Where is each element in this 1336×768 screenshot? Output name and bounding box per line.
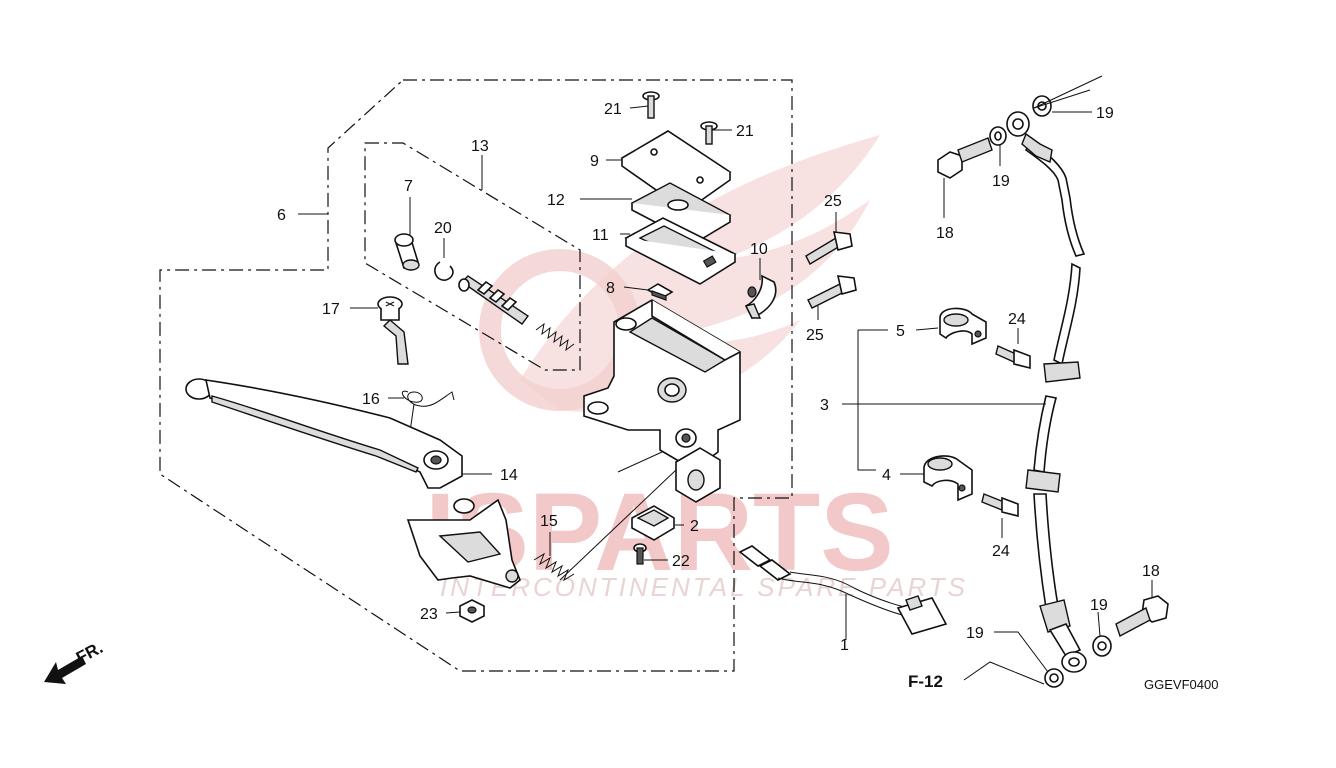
callout-21-right: 21 (736, 123, 754, 140)
master-cylinder-body (583, 299, 741, 503)
callout-24-top: 24 (1008, 311, 1026, 328)
callout-5: 5 (896, 323, 905, 340)
callout-4: 4 (882, 467, 891, 484)
callout-23: 23 (420, 606, 438, 623)
callout-18-top: 18 (936, 225, 954, 242)
callout-9: 9 (590, 153, 599, 170)
callout-10: 10 (750, 241, 768, 258)
callout-1: 1 (840, 637, 849, 654)
assembly-13-boundary (364, 142, 581, 371)
lever-bracket (406, 498, 521, 589)
hose-clamp-4 (923, 455, 973, 502)
front-arrow-icon (44, 656, 86, 684)
callout-19-top-left: 19 (992, 173, 1010, 190)
banjo-bolt-18-bottom (1115, 595, 1169, 638)
callout-7: 7 (404, 178, 413, 195)
screw-21-right (700, 121, 718, 145)
bolt-25-top (805, 231, 853, 265)
callout-18-bottom: 18 (1142, 563, 1160, 580)
piston-shaft (458, 275, 530, 325)
callout-13: 13 (471, 138, 489, 155)
diaphragm-11 (624, 217, 737, 285)
hose-clamp-5 (939, 307, 987, 346)
callout-14: 14 (500, 467, 518, 484)
brake-switch-2 (631, 505, 675, 541)
nut-23 (459, 599, 485, 623)
leader-lines (298, 75, 1153, 685)
callout-25-bottom: 25 (806, 327, 824, 344)
pivot-bolt-17 (377, 296, 409, 365)
callout-2: 2 (690, 518, 699, 535)
reference-label: F-12 (908, 672, 943, 691)
circlip-20 (434, 261, 454, 281)
lever-spring-16 (401, 390, 455, 433)
callout-21-left: 21 (604, 101, 622, 118)
callout-19-top-right: 19 (1096, 105, 1114, 122)
washer-19-bottom-right (1092, 635, 1112, 657)
bolt-25-bottom (807, 275, 857, 309)
callout-labels: 1 2 3 4 5 6 7 8 9 10 11 12 13 14 15 16 1… (277, 101, 1160, 654)
callout-3: 3 (820, 397, 829, 414)
watermark-tagline: INTERCONTINENTAL SPARE PARTS (440, 572, 968, 602)
callout-15: 15 (540, 513, 558, 530)
callout-22: 22 (672, 553, 690, 570)
callout-11: 11 (592, 227, 609, 244)
washer-19-top-right (1032, 95, 1052, 117)
bolt-24-bottom (981, 493, 1019, 518)
holder-10 (744, 274, 777, 320)
callout-24-bottom: 24 (992, 543, 1010, 560)
piston-spring (535, 322, 575, 352)
callout-12: 12 (547, 192, 565, 209)
callout-19-bottom-right: 19 (1090, 597, 1108, 614)
brake-hose-3 (1006, 111, 1087, 673)
bolt-24-top (995, 345, 1031, 370)
switch-harness-1 (738, 545, 948, 635)
callout-17: 17 (322, 301, 340, 318)
float-8 (646, 283, 674, 301)
callout-16: 16 (362, 391, 380, 408)
banjo-bolt-18-top (937, 137, 993, 179)
callout-20: 20 (434, 220, 452, 237)
spring-15 (533, 552, 575, 582)
callout-25-top: 25 (824, 193, 842, 210)
piston-boot-7 (394, 233, 420, 271)
callout-19-bottom-left: 19 (966, 625, 984, 642)
washer-19-bottom-left (1044, 668, 1064, 688)
diagram-code: GGEVF0400 (1144, 677, 1218, 692)
screw-21-left (642, 91, 660, 119)
front-direction-indicator: FR. (44, 638, 106, 684)
assembly-6-boundary (159, 79, 793, 672)
screw-22 (633, 543, 647, 565)
callout-8: 8 (606, 280, 615, 297)
washer-19-top-left (989, 126, 1007, 146)
callout-6: 6 (277, 207, 286, 224)
brake-lever-14 (185, 378, 463, 489)
